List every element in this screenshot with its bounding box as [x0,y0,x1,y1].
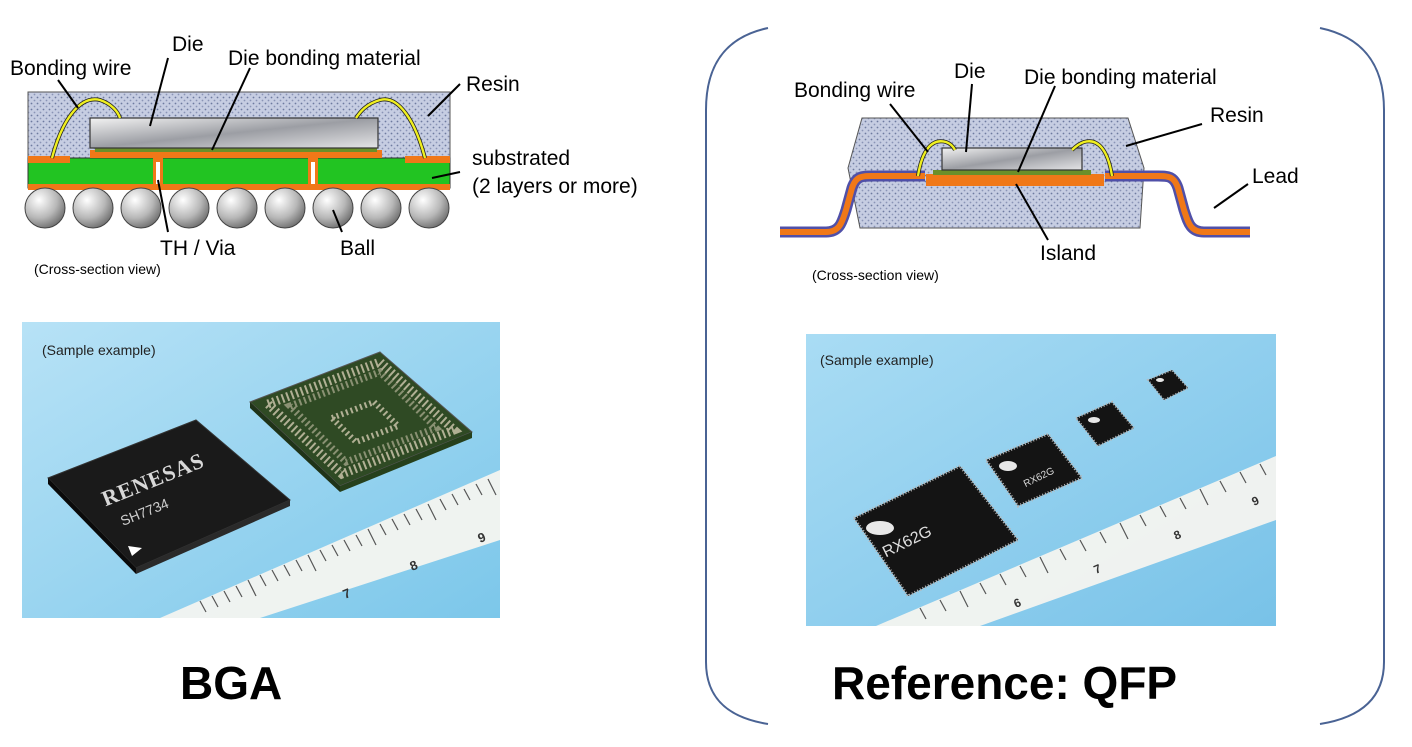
qfp-label-lead: Lead [1252,165,1299,188]
qfp-leader-lines [889,83,1249,241]
qfp-cross-section-caption: (Cross-section view) [812,267,939,283]
bga-label-resin: Resin [466,73,520,96]
bga-label-die-bonding-material: Die bonding material [228,47,421,70]
qfp-chip-large [851,464,1021,598]
qfp-photo-caption: (Sample example) [820,352,934,368]
bga-label-substrate: substrated [472,147,571,170]
bga-substrate [27,157,451,189]
qfp-title: Reference: QFP [832,657,1178,709]
bga-label-substrate-layers: (2 layers or more) [472,175,638,198]
qfp-chip-medium [983,432,1085,508]
qfp-label-island: Island [1040,242,1097,265]
qfp-bracket-right [1319,27,1385,725]
qfp-label-die-bonding-material: Die bonding material [1024,66,1217,89]
qfp-island [926,174,1104,186]
bga-ball-row [24,187,450,229]
qfp-label-die: Die [954,60,986,83]
qfp-label-resin: Resin [1210,104,1264,127]
qfp-cross-section [780,83,1250,241]
bga-label-ball: Ball [340,237,376,260]
qfp-chip-tiny [1146,368,1190,402]
qfp-die-bonding-layer [933,170,1091,175]
bga-photo [22,322,500,618]
qfp-photo [806,334,1276,626]
bga-chip-marker [128,546,142,556]
bga-die [89,117,379,149]
bga-label-th-via: TH / Via [160,237,236,260]
bga-die-bonding-layer [90,150,382,158]
bga-label-bonding-wire: Bonding wire [10,57,132,80]
qfp-ruler [876,456,1276,626]
bga-cross-section [24,57,461,233]
qfp-die [941,147,1083,171]
bga-title: BGA [180,657,283,709]
bga-leader-lines [57,57,461,233]
bga-ruler [160,470,500,618]
bga-label-die: Die [172,33,204,56]
qfp-label-bonding-wire: Bonding wire [794,79,916,102]
qfp-chip-small [1074,400,1136,448]
bga-photo-caption: (Sample example) [42,342,156,358]
qfp-bracket-left [705,27,769,725]
bga-cross-section-caption: (Cross-section view) [34,261,161,277]
